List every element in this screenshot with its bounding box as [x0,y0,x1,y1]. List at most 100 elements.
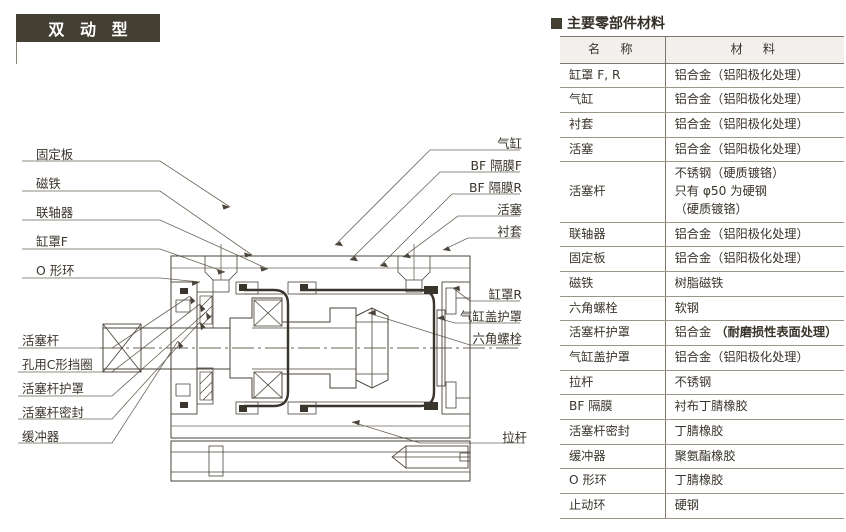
diagram-label-hex-bolt: 六角螺栓 [472,331,522,346]
table-row: 缸罩 F, R 铝合金（铝阳极化处理） [560,63,844,89]
material-line: 不锈钢（硬质镀铬） [674,166,785,181]
table-row: 拉杆不锈钢 [560,370,844,396]
table-row: 活塞杆密封丁腈橡胶 [560,419,844,445]
diagram-label-rod-seal: 活塞杆密封 [22,405,84,420]
cell-material: 树脂磁铁 [665,271,844,297]
cell-material: 丁腈橡胶 [665,419,844,445]
table-row: 衬套铝合金（铝阳极化处理） [560,112,844,138]
diagram-label-o-ring: O 形环 [36,263,75,278]
filled-square-icon [551,17,562,29]
material-line: 铝合金（铝阳极化处理） [674,141,809,156]
table-row: O 形环丁腈橡胶 [560,468,844,495]
table-row: 活塞铝合金（铝阳极化处理） [560,137,844,163]
cell-part-name: 气缸 [560,87,666,114]
cell-material: 铝合金（铝阳极化处理） [665,345,844,371]
cell-part-name: 六角螺栓 [560,296,666,322]
cell-part-name: 衬套 [560,112,666,138]
table-row: 缓冲器聚氨酯橡胶 [560,444,844,470]
piston-assembly [229,297,389,399]
material-line: （硬质镀铬） [674,201,748,216]
cell-material: 不锈钢 [665,370,844,396]
material-line: 软钢 [674,300,699,315]
section-title-banner: 双 动 型 [16,14,160,42]
diagram-label-piston: 活塞 [497,202,522,217]
cell-material: 丁腈橡胶 [665,468,844,495]
table-row: 气缸盖护罩铝合金（铝阳极化处理） [560,345,844,371]
diagram-label-cylinder-cover-f: 缸罩F [36,234,68,249]
material-line: 铝合金（铝阳极化处理） [674,251,809,266]
leader-line-bottom [351,421,525,444]
stud-details [204,244,431,293]
material-line: 铝合金（铝阳极化处理） [674,92,809,107]
cell-part-name: 缸罩 F, R [560,63,666,89]
cell-material: 不锈钢（硬质镀铬） 只有 φ50 为硬钢 （硬质镀铬） [665,161,844,223]
cell-material: 衬布丁腈橡胶 [665,394,844,420]
material-line: 硬钢 [674,498,699,513]
cell-part-name: 固定板 [560,246,666,272]
table-row: 磁铁树脂磁铁 [560,271,844,297]
diagram-label-bf-diaphragm-f: BF 隔膜F [470,158,522,173]
material-line: 铝合金 （耐磨损性表面处理） [674,325,838,340]
diagram-label-coupler: 联轴器 [36,205,74,220]
diagram-label-cylinder: 气缸 [497,136,522,151]
material-line: 丁腈橡胶 [674,424,724,438]
cell-part-name: 拉杆 [560,370,666,396]
column-header-name: 名 称 [560,36,666,64]
cell-part-name: 活塞杆 [560,161,666,223]
cylinder-head-front [170,281,214,415]
cell-part-name: 缓冲器 [560,444,666,470]
cell-material: 铝合金 （耐磨损性表面处理） [665,320,844,346]
diagram-label-bushing: 衬套 [497,224,522,239]
cell-part-name: 磁铁 [560,271,666,297]
table-row: 气缸铝合金（铝阳极化处理） [560,87,844,114]
diaphragm-clamps [235,281,317,415]
cell-material: 铝合金（铝阳极化处理） [665,63,844,89]
diagram-label-tie-rod: 拉杆 [502,430,527,445]
diagram-label-rod-cover: 活塞杆护罩 [22,381,84,396]
materials-table-heading: 主要零部件材料 [551,13,665,33]
cell-material: 软钢 [665,296,844,322]
material-line: 铝合金（铝阳极化处理） [674,226,809,241]
material-line: 铝合金（铝阳极化处理） [674,349,809,364]
material-line: 树脂磁铁 [674,275,724,290]
leader-lines-right-top [334,149,520,267]
cell-part-name: 气缸盖护罩 [560,345,666,371]
cell-part-name: BF 隔膜 [560,394,666,420]
table-header-row: 名 称 材 料 [560,36,844,64]
material-line: 不锈钢 [674,374,712,389]
diagram-label-piston-rod: 活塞杆 [22,333,60,348]
diagram-label-bumper: 缓冲器 [22,429,60,444]
diagram-label-fixing-plate: 固定板 [36,147,74,162]
table-row: BF 隔膜衬布丁腈橡胶 [560,394,844,420]
cylinder-body-outline [170,255,471,482]
diagram-label-head-cover: 气缸盖护罩 [460,309,522,324]
cell-part-name: 活塞杆密封 [560,419,666,445]
table-row: 六角螺栓软钢 [560,296,844,322]
cell-material: 铝合金（铝阳极化处理） [665,222,844,248]
cylinder-cross-section-diagram: 固定板 磁铁 联轴器 缸罩F O 形环 活塞杆 孔用C形挡圈 活塞杆护罩 活塞杆… [0,60,545,532]
material-line: 铝合金（铝阳极化处理） [674,67,809,82]
material-line: 只有 φ50 为硬钢 [674,184,767,199]
table-row: 联轴器铝合金（铝阳极化处理） [560,222,844,248]
column-header-material: 材 料 [665,36,844,64]
cell-material: 铝合金（铝阳极化处理） [665,112,844,138]
cell-material: 硬钢 [665,493,844,519]
table-row: 活塞杆不锈钢（硬质镀铬） 只有 φ50 为硬钢 （硬质镀铬） [560,161,844,223]
diagram-label-magnet: 磁铁 [36,176,61,191]
cell-part-name: O 形环 [560,468,666,495]
cell-material: 铝合金（铝阳极化处理） [665,137,844,163]
materials-table-heading-text: 主要零部件材料 [567,16,665,32]
cell-material: 聚氨酯橡胶 [665,444,844,470]
table-row: 固定板铝合金（铝阳极化处理） [560,246,844,272]
table-row: 活塞杆护罩铝合金 （耐磨损性表面处理） [560,320,844,346]
cell-part-name: 活塞杆护罩 [560,320,666,346]
cell-part-name: 活塞 [560,137,666,163]
diagram-label-bf-diaphragm-r: BF 隔膜R [469,180,522,195]
material-line: 衬布丁腈橡胶 [674,399,748,414]
cell-part-name: 联轴器 [560,222,666,248]
diagram-label-c-retaining-ring: 孔用C形挡圈 [22,357,93,372]
material-emphasis: （耐磨损性表面处理） [711,325,838,340]
material-line: 聚氨酯橡胶 [674,448,736,463]
